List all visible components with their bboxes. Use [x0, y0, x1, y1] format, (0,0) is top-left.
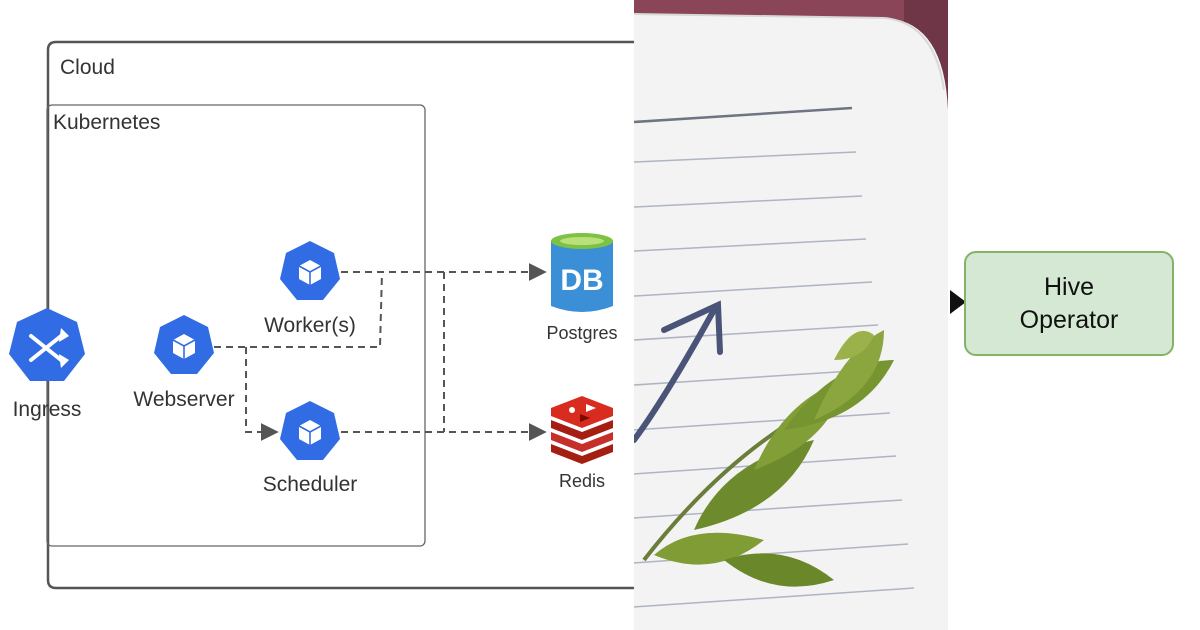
redis-icon [551, 396, 613, 464]
webserver-to-worker-line [214, 271, 383, 348]
hive-operator-line2: Operator [1019, 305, 1119, 334]
database-icon: DB [551, 233, 613, 312]
notebook-photo [634, 0, 948, 630]
kubernetes-label: Kubernetes [53, 111, 160, 134]
hive-operator-line1: Hive [1043, 272, 1094, 301]
scheduler-label: Scheduler [263, 473, 358, 496]
webserver-icon [153, 314, 215, 375]
webserver-to-scheduler-arrow [245, 347, 279, 441]
ingress-label: Ingress [13, 398, 82, 421]
cloud-label: Cloud [60, 56, 115, 79]
connectors [214, 263, 547, 441]
hive-operator-node[interactable]: Hive Operator [964, 251, 1174, 356]
hive-operator-panel: Hive Operator [948, 0, 1200, 630]
scheduler-icon [279, 400, 341, 461]
redis-label: Redis [559, 471, 605, 491]
architecture-diagram: Cloud Kubernetes Ingress Webserver [9, 40, 634, 590]
green-leaves [642, 330, 894, 587]
worker-label: Worker(s) [264, 314, 356, 337]
drawn-arrow [634, 300, 723, 443]
postgres-label: Postgres [546, 323, 617, 343]
ingress-icon [9, 308, 85, 381]
notebook-illustration [634, 0, 948, 630]
db-icon-text: DB [560, 264, 603, 297]
worker-icon [279, 240, 341, 301]
architecture-diagram-panel: Cloud Kubernetes Ingress Webserver [9, 40, 634, 590]
kubernetes-container [46, 104, 426, 547]
webserver-label: Webserver [133, 388, 234, 411]
